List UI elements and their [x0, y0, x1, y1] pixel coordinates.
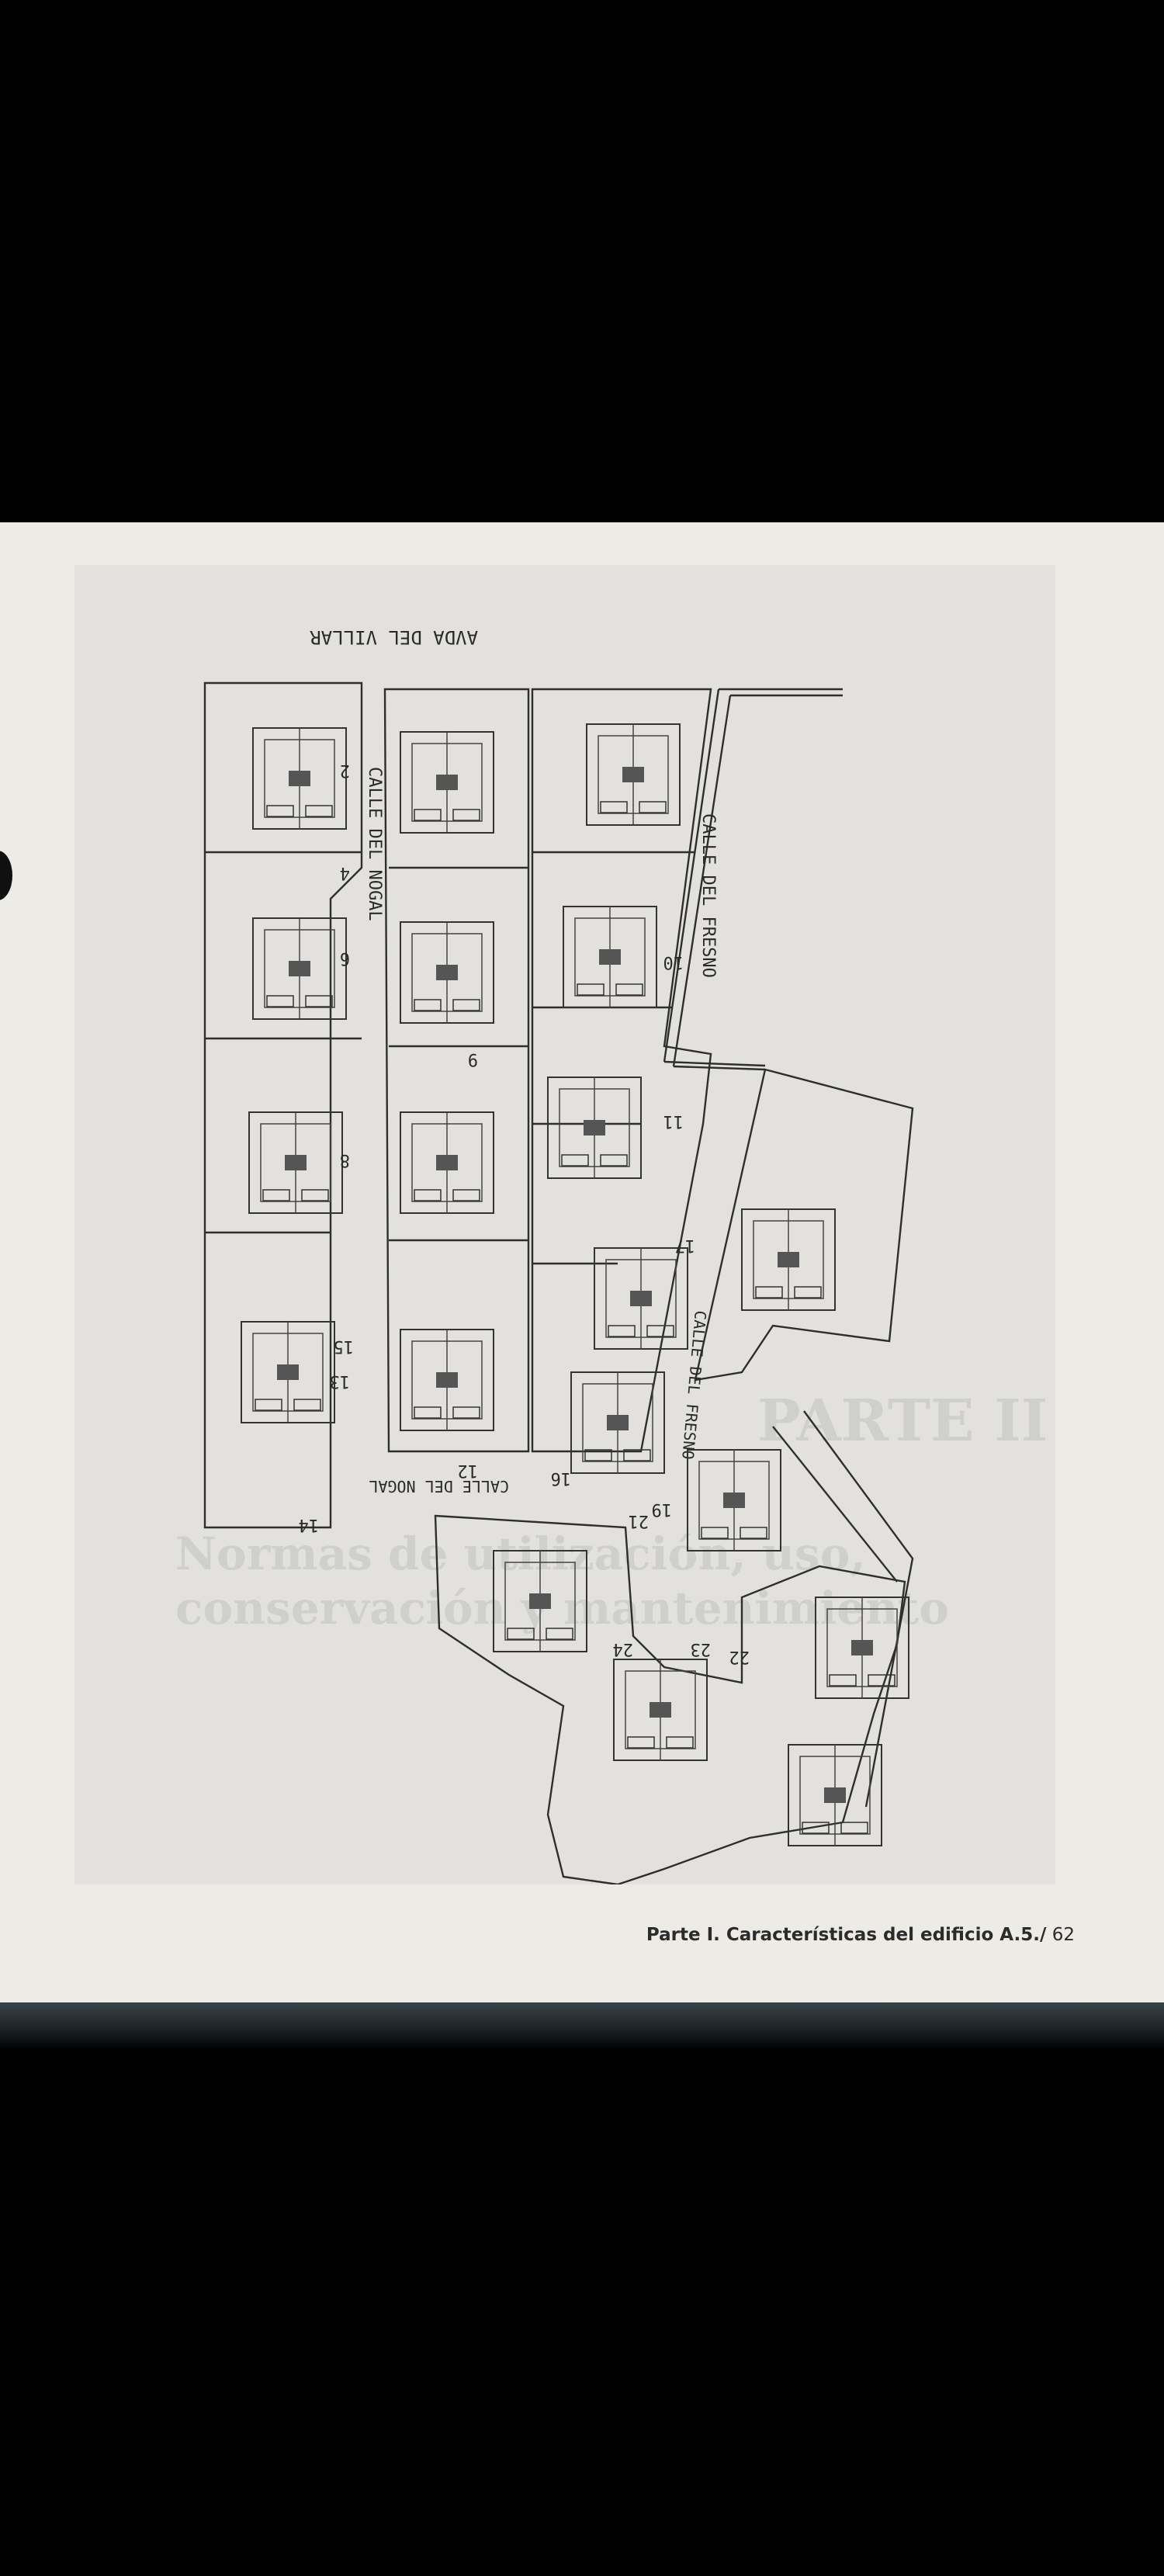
plot-number: 4 [340, 863, 350, 882]
street-label-avda: AVDA DEL VILLAR [310, 626, 478, 648]
site-plan-sheet: PARTE II Normas de utilización, uso, con… [74, 565, 1055, 1884]
plot-number: 10 [663, 952, 684, 972]
plot-number: 2 [340, 761, 350, 780]
street-label-nogal-1: CALLE DEL NOGAL [365, 767, 384, 921]
house-footprint [613, 1659, 708, 1761]
plot-number: 19 [652, 1499, 673, 1519]
house-footprint [570, 1371, 665, 1474]
plot-number: 24 [613, 1639, 634, 1659]
page-bottom-shadow [0, 2002, 1164, 2047]
south-road [772, 1410, 914, 1808]
plot-number: 21 [629, 1511, 650, 1531]
house-footprint [248, 1111, 343, 1214]
plot-number: 11 [663, 1111, 684, 1131]
house-footprint [400, 1329, 494, 1431]
plot-number: 8 [340, 1150, 350, 1170]
east-block [694, 1068, 914, 1382]
house-footprint [687, 1449, 781, 1551]
house-footprint [400, 1111, 494, 1214]
house-footprint [252, 727, 347, 830]
house-footprint [815, 1597, 909, 1699]
page-number: 62 [1051, 1925, 1075, 1945]
house-footprint [400, 731, 494, 834]
screen-edge-notch [0, 851, 12, 900]
caption-title: Parte I. Características del edificio A.… [646, 1925, 1047, 1945]
house-footprint [741, 1208, 836, 1311]
central-block [383, 688, 530, 1453]
house-footprint [493, 1550, 587, 1652]
plot-number: 16 [551, 1468, 572, 1488]
plot-number: 23 [691, 1639, 712, 1659]
site-plan-drawing: AVDA DEL VILLAR CALLE DEL NOGAL CALLE DE… [203, 626, 914, 1884]
plot-number: 6 [340, 948, 350, 968]
right-road [663, 688, 843, 1071]
plot-number: 15 [334, 1337, 355, 1356]
house-footprints [241, 723, 909, 1846]
south-zone [434, 1514, 906, 1884]
plot-number: 13 [330, 1371, 351, 1391]
street-label-fresno-2: CALLE DEL FRESNO [678, 1310, 710, 1461]
page-caption: Parte I. Características del edificio A.… [646, 1925, 1075, 1945]
house-footprint [594, 1247, 688, 1350]
plot-number: 22 [729, 1647, 750, 1666]
house-footprint [252, 917, 347, 1020]
plot-number: 17 [675, 1236, 696, 1255]
house-footprint [400, 921, 494, 1024]
site-boundary [203, 681, 363, 1529]
street-label-fresno-1: CALLE DEL FRESNO [698, 813, 718, 978]
house-footprint [547, 1077, 642, 1179]
right-block [531, 688, 712, 1453]
plot-number: 12 [458, 1461, 479, 1480]
plot-number: 9 [468, 1049, 478, 1069]
plot-number: 14 [299, 1515, 320, 1534]
street-label-nogal-2: CALLE DEL NOGAL [369, 1477, 509, 1496]
house-footprint [788, 1744, 882, 1846]
house-footprint [241, 1321, 335, 1423]
house-footprint [563, 906, 657, 1008]
house-footprint [586, 723, 681, 826]
